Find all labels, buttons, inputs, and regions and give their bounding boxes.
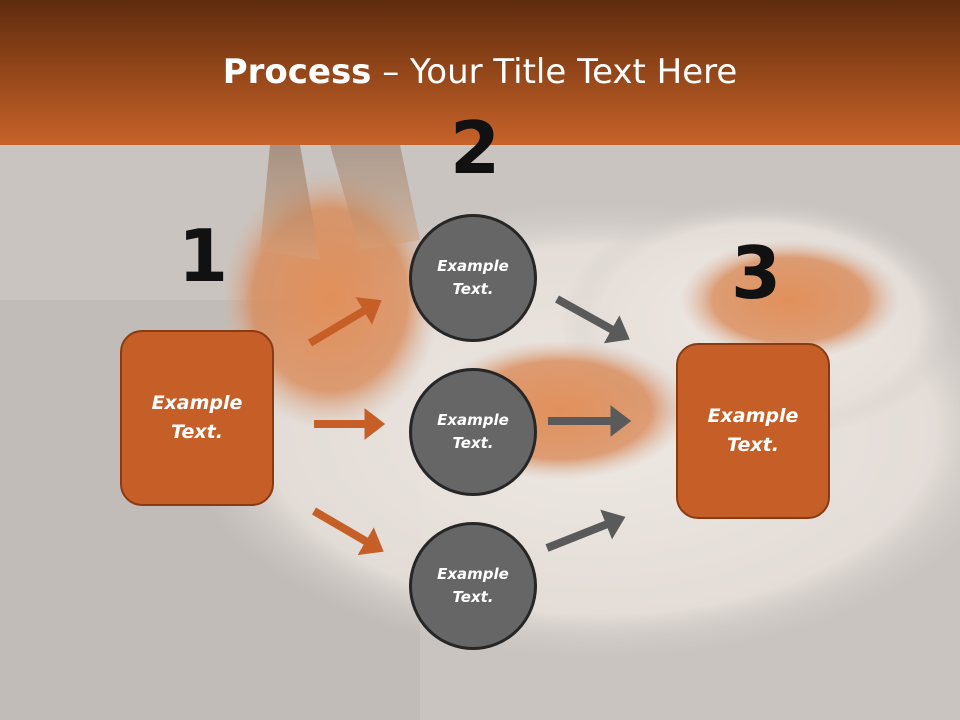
step-number-2: 2: [450, 106, 501, 190]
step-2-circle-middle[interactable]: Example Text.: [409, 368, 537, 496]
circle-top-text: Example Text.: [437, 257, 509, 298]
slide-title: Process – Your Title Text Here: [0, 52, 960, 92]
title-rest: – Your Title Text Here: [371, 52, 738, 92]
arrow-from-bottom-circle: [545, 509, 626, 552]
step-2-circle-top[interactable]: Example Text.: [409, 214, 537, 342]
step-3-box-text: Example Text.: [707, 405, 799, 456]
circle-middle-text: Example Text.: [437, 411, 509, 452]
step-number-1: 1: [178, 214, 229, 298]
circle-bottom-text: Example Text.: [437, 565, 509, 606]
step-number-3: 3: [731, 231, 782, 315]
title-bold: Process: [222, 52, 372, 92]
step-3-box[interactable]: Example Text.: [676, 343, 830, 519]
step-1-box-text: Example Text.: [151, 392, 243, 443]
step-2-circle-bottom[interactable]: Example Text.: [409, 522, 537, 650]
arrow-to-top-circle: [307, 297, 382, 347]
step-1-box[interactable]: Example Text.: [120, 330, 274, 506]
title-banner: [0, 0, 960, 145]
arrow-from-top-circle: [555, 295, 630, 344]
arrow-to-bottom-circle: [311, 507, 384, 555]
